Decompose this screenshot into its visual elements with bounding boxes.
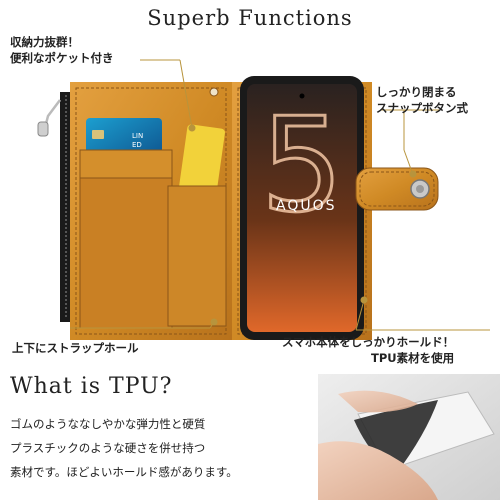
- snap-strap: [355, 167, 439, 211]
- strap-hole-top: [209, 87, 219, 97]
- phone-brand: AQUOS: [276, 198, 337, 214]
- card-slot-3: [167, 185, 227, 327]
- svg-text:ED: ED: [132, 141, 142, 149]
- tpu-edge-bent: [354, 400, 438, 474]
- callout-snap-line1: しっかり閉まる: [376, 85, 457, 99]
- card-slot-2: [79, 177, 173, 329]
- tpu-description: ゴムのようななしやかな弾力性と硬質 プラスチックのような硬さを併せ持つ 素材です…: [10, 412, 238, 484]
- zipper-pull: [37, 99, 61, 137]
- tpu-desc-line2: プラスチックのような硬さを併せ持つ: [10, 441, 206, 455]
- callout-strap: 上下にストラップホール: [12, 340, 139, 356]
- callout-pocket: 収納力抜群！ 便利なポケット付き: [10, 34, 114, 66]
- finger: [318, 441, 438, 500]
- callout-hold-line1: スマホ本体をしっかりホールド！: [282, 335, 455, 349]
- phone-screen: [247, 84, 357, 332]
- callout-pocket-line1: 収納力抜群！: [10, 35, 79, 49]
- tpu-desc-line1: ゴムのようななしやかな弾力性と硬質: [10, 417, 206, 431]
- callout-snap-line2: スナップボタン式: [376, 101, 468, 115]
- tpu-heading: What is TPU?: [10, 374, 173, 399]
- callout-hold-line2: TPU素材を使用: [371, 351, 455, 365]
- callout-snap: しっかり閉まる スナップボタン式: [376, 84, 468, 116]
- phone-numeral: 5: [261, 89, 344, 241]
- tpu-flex-photo: [318, 374, 500, 500]
- product-illustration: LIN ED 5 AQUOS: [37, 59, 490, 340]
- page-title: Superb Functions: [147, 6, 353, 30]
- front-camera: [299, 93, 305, 99]
- callout-hold: スマホ本体をしっかりホールド！ TPU素材を使用: [282, 334, 454, 366]
- tpu-desc-line3: 素材です。ほどよいホールド感があります。: [10, 465, 238, 479]
- callout-pocket-line2: 便利なポケット付き: [10, 51, 114, 65]
- svg-text:LIN: LIN: [132, 132, 143, 140]
- callout-strap-text: 上下にストラップホール: [12, 341, 139, 355]
